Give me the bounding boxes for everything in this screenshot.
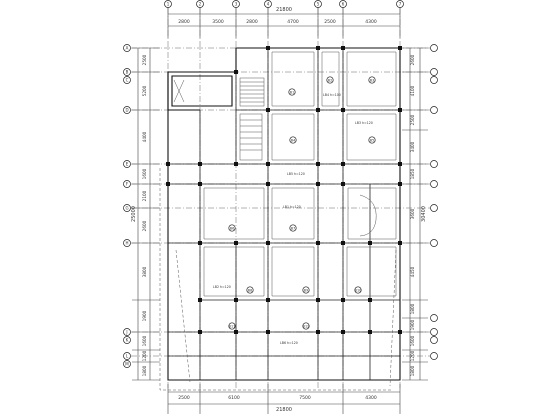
right-dim-4: 3400 [410,141,415,152]
right-dim-7: 4450 [410,266,415,277]
top-dim-2: 3500 [212,19,224,25]
slab-note-3: LB3 h=120 [355,121,373,125]
left-dim-9: 1600 [142,335,147,346]
slab-note-2: LB2 h=120 [213,285,231,289]
room-tag-7: B7 [291,226,295,230]
axis-C: C [126,78,129,83]
right-total-dim: 30400 [421,206,427,222]
left-dimension-chain: 2500 5200 4400 1600 2100 2600 3800 1900 … [131,47,160,381]
left-dim-7: 3800 [142,266,147,277]
axis-2: 2 [199,2,202,7]
top-axis-bubbles: 1 2 3 4 5 6 7 [164,0,404,8]
top-dim-1: 2800 [178,19,190,25]
room-tag-10: B10 [355,288,362,292]
left-dim-4: 1600 [142,168,147,179]
room-tag-9: B9 [304,288,308,292]
right-dim-11: 1200 [410,350,415,361]
columns [166,46,402,334]
bottom-dim-4: 4300 [365,395,377,401]
right-dim-8: 1800 [410,303,415,314]
room-tag-3: B3 [370,78,374,82]
slab-note-6: LB6 h=120 [280,341,298,345]
left-dim-11: 1800 [142,365,147,376]
axis-7: 7 [399,2,402,7]
slab-note-4: LB4 h=100 [323,93,341,97]
room-tag-5: B5 [370,138,374,142]
right-dim-9: 1900 [410,319,415,330]
left-dim-2: 5200 [142,85,147,96]
right-dim-2: 4100 [410,85,415,96]
top-dimension-chain: 21800 2800 3500 2800 4700 2500 4300 [167,4,401,38]
room-tag-8: B8 [248,288,252,292]
axis-M: M [125,362,129,367]
bottom-dim-2: 6100 [228,395,240,401]
left-dim-8: 1900 [142,310,147,321]
room-tags: B1 B2 B3 B4 B5 B6 B7 B8 B9 B10 B11 B12 [228,76,376,330]
slab-note-1: LB1 h=120 [283,205,301,209]
left-axis-bubbles: A B C D E F G H J K L M [123,44,131,368]
bottom-total-dim: 21800 [276,407,292,413]
room-tag-1: B1 [290,90,294,94]
top-dim-4: 4700 [287,19,299,25]
axis-K: K [126,338,129,343]
right-axis-bubbles [430,44,438,360]
axis-B: B [126,70,129,75]
room-tag-4: B4 [291,138,295,142]
grid-lines [131,8,430,388]
right-dimension-chain: 2600 4100 2500 3400 1850 3600 4450 1800 … [402,47,428,381]
room-tag-11: B11 [229,324,236,328]
slab-details [159,51,397,391]
bottom-dimension-chain: 2500 6100 7500 4300 21800 [167,384,401,414]
right-dim-3: 2500 [410,114,415,125]
building-walls [167,47,401,381]
room-tag-2: B2 [328,78,332,82]
axis-E: E [126,162,129,167]
axis-A: A [126,46,129,51]
bottom-dim-1: 2500 [178,395,190,401]
room-tag-12: B12 [303,324,310,328]
axis-5: 5 [317,2,320,7]
right-dim-6: 3600 [410,208,415,219]
right-dim-10: 1600 [410,335,415,346]
axis-4: 4 [267,2,270,7]
axis-L: L [126,354,129,359]
slab-notes: LB1 h=120 LB2 h=120 LB3 h=120 LB4 h=100 … [213,93,373,345]
top-dim-6: 4300 [365,19,377,25]
axis-F: F [126,182,129,187]
axis-J: J [125,330,127,335]
axis-D: D [125,108,128,113]
axis-1: 1 [167,2,170,7]
axis-H: H [125,241,128,246]
left-total-dim: 25000 [131,206,137,222]
left-dim-3: 4400 [142,131,147,142]
room-tag-6: B6 [230,226,234,230]
left-dim-6: 2600 [142,220,147,231]
axis-G: G [125,206,128,211]
left-dim-5: 2100 [142,190,147,201]
top-dim-3: 2800 [246,19,258,25]
axis-3: 3 [235,2,238,7]
left-dim-1: 2500 [142,54,147,65]
slab-note-5: LB5 h=120 [287,172,305,176]
right-dim-12: 1800 [410,365,415,376]
right-dim-5: 1850 [410,168,415,179]
top-total-dim: 21800 [276,7,292,13]
axis-6: 6 [342,2,345,7]
bottom-dim-3: 7500 [299,395,311,401]
right-dim-1: 2600 [410,54,415,65]
top-dim-5: 2500 [324,19,336,25]
